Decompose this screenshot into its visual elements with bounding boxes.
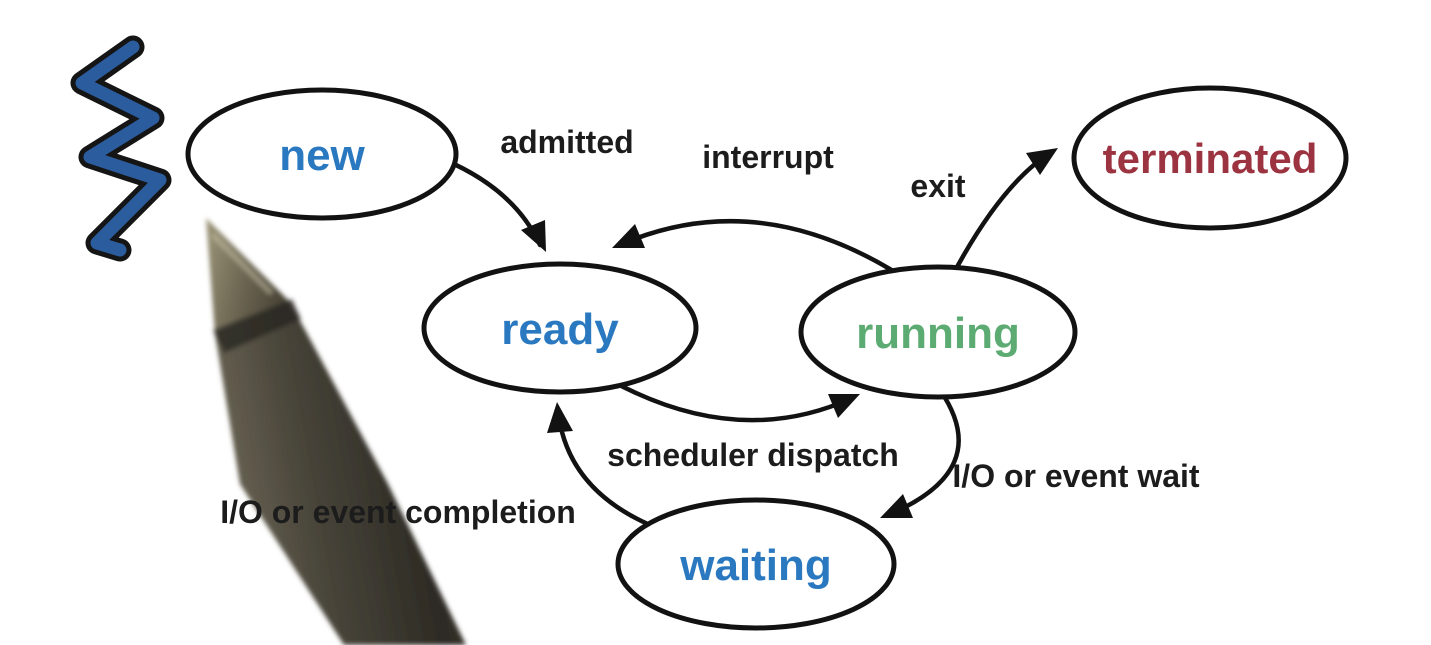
stylus-pen-shaft	[215, 302, 466, 645]
edge-scheduler-dispatch	[607, 377, 855, 423]
state-nodes	[185, 85, 1349, 631]
edge-admitted-label: admitted	[500, 124, 633, 160]
arrowhead-exit-icon	[1026, 148, 1058, 175]
stylus-pen-joint-band	[213, 299, 301, 353]
arrowhead-interrupt-icon	[612, 224, 645, 248]
state-ready-label: ready	[501, 305, 619, 354]
state-waiting-ellipse	[615, 497, 897, 631]
state-running-ellipse	[798, 264, 1078, 400]
state-waiting-label: waiting	[679, 541, 832, 590]
edge-io-completion-label: I/O or event completion	[220, 494, 576, 530]
state-terminated-label: terminated	[1103, 135, 1318, 182]
arrowhead-io-wait-icon	[880, 494, 913, 518]
edge-io-wait-label: I/O or event wait	[952, 458, 1200, 494]
blue-scribble-ink	[75, 40, 167, 257]
edge-interrupt-label: interrupt	[702, 139, 834, 175]
state-new-ellipse	[185, 87, 459, 221]
arrowhead-admitted-icon	[521, 220, 546, 252]
edge-scheduler-dispatch-label: scheduler dispatch	[607, 437, 899, 473]
state-ready-ellipse	[421, 261, 699, 395]
edge-interrupt	[619, 218, 918, 288]
arrowheads	[521, 148, 1058, 518]
edge-exit-label: exit	[910, 168, 965, 204]
stylus-pen-highlight	[211, 233, 273, 295]
blue-scribble	[70, 35, 172, 262]
state-new-label: new	[279, 131, 365, 180]
state-terminated-ellipse	[1071, 85, 1349, 231]
edge-io-wait	[885, 387, 961, 518]
arrowhead-io-completion-icon	[547, 402, 573, 433]
stylus-pen	[206, 218, 466, 645]
state-running-label: running	[856, 309, 1020, 358]
arrowhead-scheduler-dispatch-icon	[828, 394, 860, 418]
